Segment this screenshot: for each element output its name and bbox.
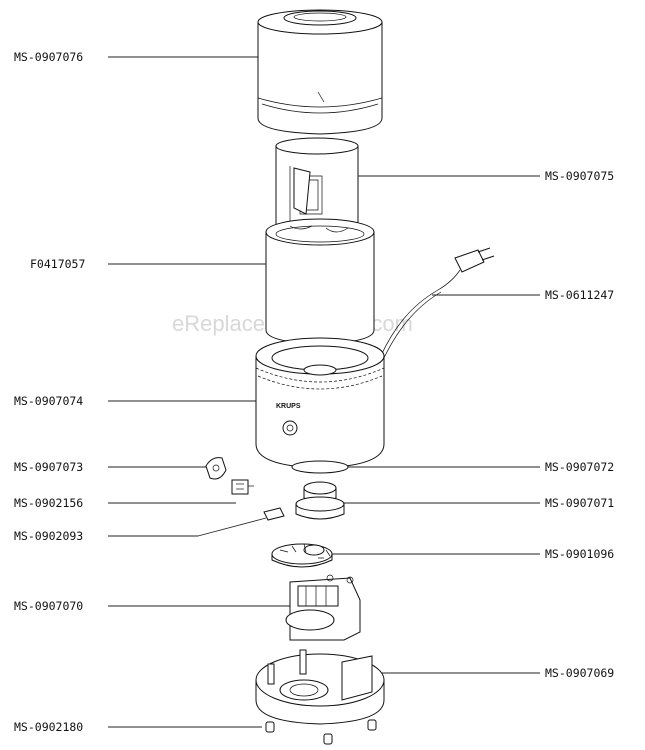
switch-part [231,479,254,495]
part-labels: MS-0907076 MS-0907075 F0417057 MS-061124… [14,50,614,734]
label-base: MS-0907069 [545,666,614,680]
label-switch-knob: MS-0907073 [14,460,83,474]
label-coupling: MS-0907071 [545,496,614,510]
label-bowl: F0417057 [30,257,85,271]
label-switch-contact: MS-0902093 [14,529,83,543]
switch-knob-part [205,457,227,480]
label-switch: MS-0902156 [14,496,83,510]
motor-part [285,574,361,641]
label-gasket: MS-0907072 [545,460,614,474]
base-part [255,649,385,725]
label-power-cord: MS-0611247 [545,288,614,302]
label-gear-wheel: MS-0901096 [545,547,614,561]
label-feet: MS-0902180 [14,720,83,734]
leader-lines [108,56,540,728]
power-cord-part [377,247,495,363]
bowl-part [265,218,375,345]
gasket-part [291,460,349,474]
brand-logo: KRUPS [276,403,301,410]
label-lid: MS-0907076 [14,50,83,64]
label-blade-holder: MS-0907075 [545,169,614,183]
coupling-part [295,481,345,520]
switch-contact-part [263,507,285,521]
gear-wheel-part [271,543,333,568]
label-motor: MS-0907070 [14,599,83,613]
housing-part: KRUPS [255,337,385,469]
feet-part [265,719,377,745]
label-housing: MS-0907074 [14,394,83,408]
lid-part [257,9,383,135]
